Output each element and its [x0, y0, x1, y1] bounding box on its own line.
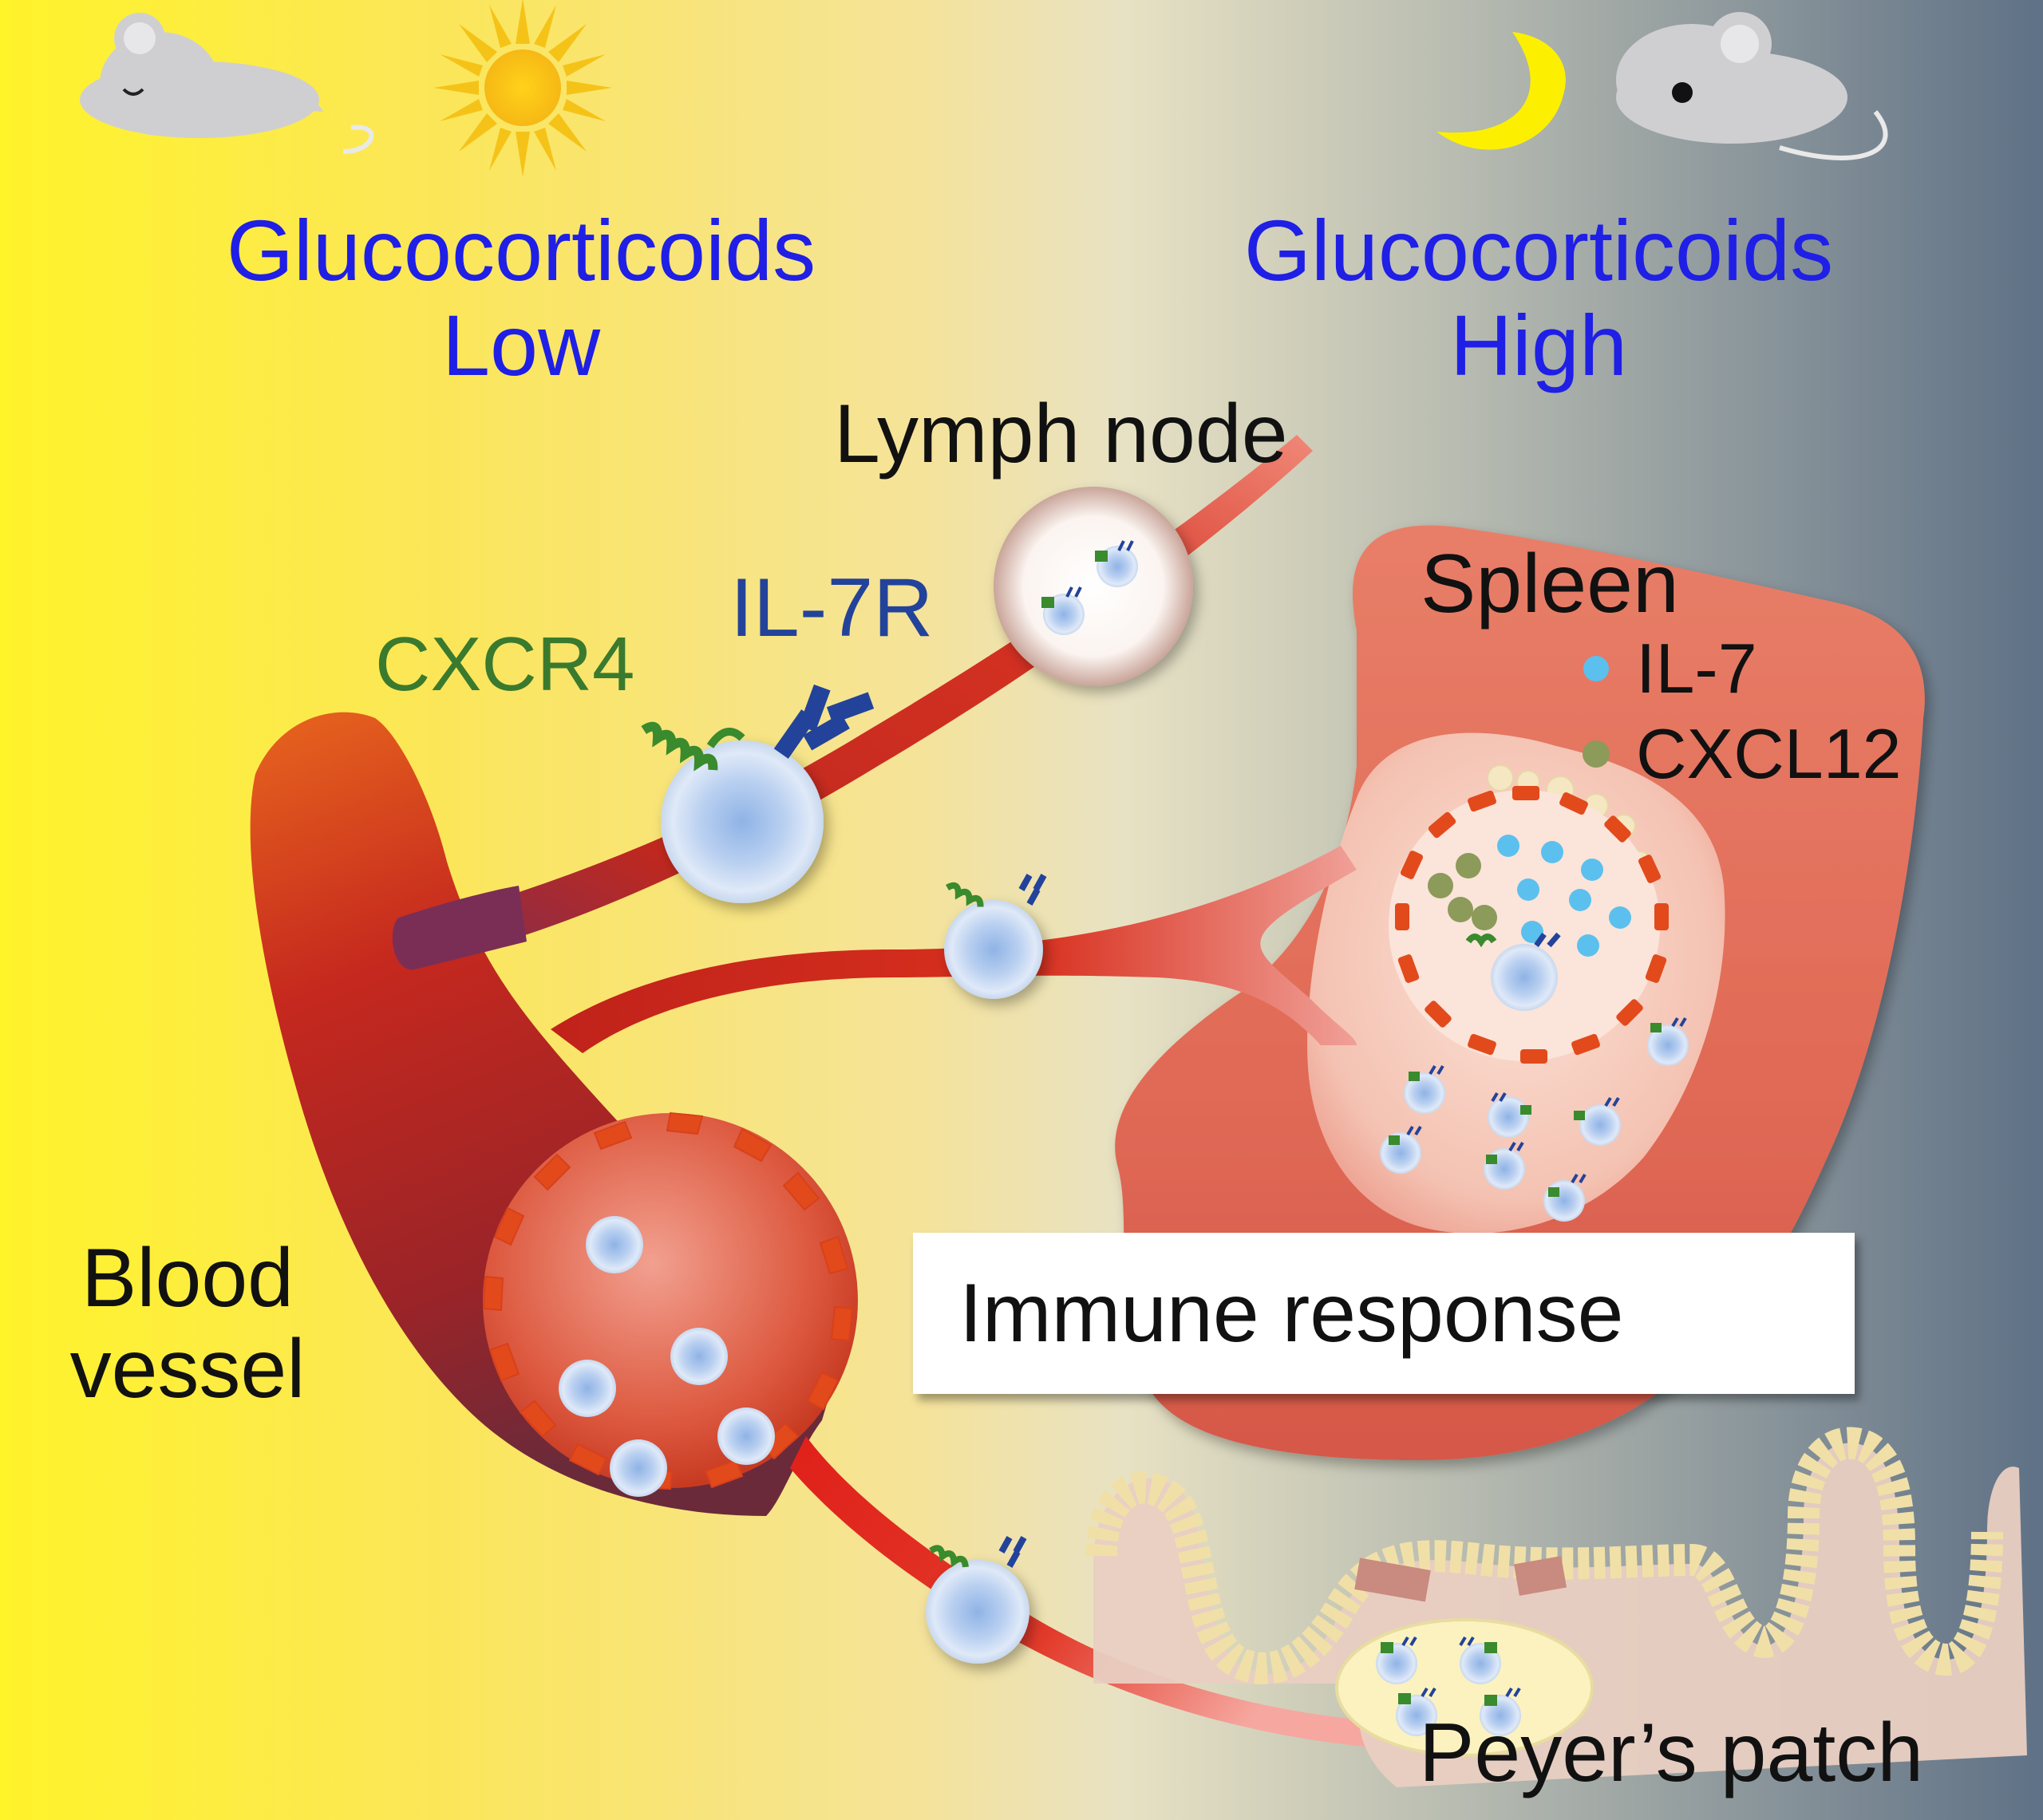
- moon-icon: [1436, 32, 1566, 150]
- cxcl12-legend-label: CXCL12: [1636, 714, 1902, 793]
- lymph-node-label: Lymph node: [834, 388, 1288, 480]
- immune-response-label: Immune response: [959, 1267, 1624, 1360]
- lymphocyte-medium: [944, 874, 1047, 999]
- vessel-cross-section: [482, 1111, 858, 1497]
- blood-vessel-line2: vessel: [69, 1323, 306, 1416]
- il7-legend-label: IL-7: [1636, 629, 1757, 708]
- cxcr4-label: CXCR4: [375, 622, 635, 707]
- sun-icon: [433, 0, 612, 177]
- il7-legend-dot: [1583, 656, 1609, 681]
- intestine: [1085, 1427, 2027, 1787]
- spleen-lymphocytes: [1380, 1017, 1689, 1222]
- day-glucocorticoids-label: Glucocorticoids Low: [162, 203, 880, 393]
- day-header-line1: Glucocorticoids: [226, 202, 816, 298]
- lymphocyte-large: [641, 684, 875, 903]
- awake-mouse-icon: [1616, 12, 1888, 160]
- sleeping-mouse-icon: [80, 13, 374, 154]
- lymph-node: [994, 487, 1193, 686]
- blood-vessel-label: Blood vessel: [56, 1233, 319, 1415]
- il7r-label: IL-7R: [730, 562, 934, 654]
- blood-vessel-line1: Blood: [81, 1232, 294, 1325]
- immune-response-box: Immune response: [913, 1233, 1855, 1394]
- night-header-line2: High: [1449, 296, 1628, 393]
- night-header-line1: Glucocorticoids: [1243, 202, 1834, 298]
- lymphocyte-peyers: [926, 1536, 1029, 1664]
- cxcl12-legend-dot: [1583, 740, 1610, 768]
- peyers-patch-label: Peyer’s patch: [1419, 1707, 1924, 1799]
- day-header-line2: Low: [441, 296, 601, 393]
- spleen-label: Spleen: [1421, 538, 1679, 630]
- vessel-branch-base: [392, 886, 527, 970]
- spleen-follicle: [1389, 786, 1669, 1064]
- night-glucocorticoids-label: Glucocorticoids High: [1180, 203, 1898, 393]
- peyers-patch-vessel: [790, 1436, 1373, 1747]
